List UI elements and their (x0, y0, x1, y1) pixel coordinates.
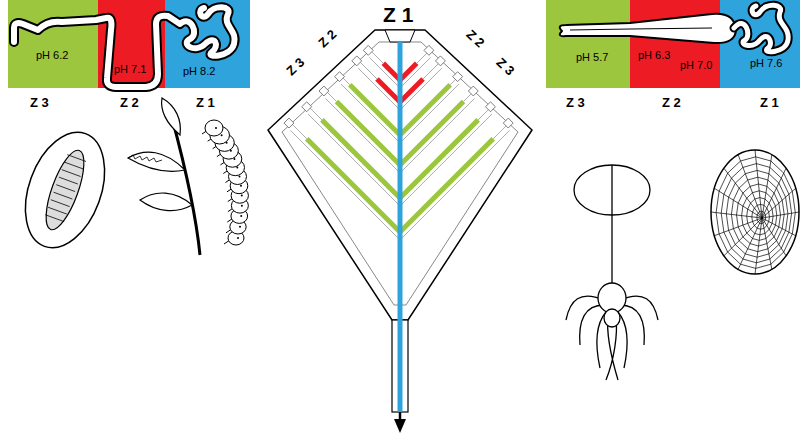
zone-label: Z 2 (662, 96, 681, 109)
zone-label: Z 1 (760, 96, 779, 109)
caterpillar-spot (221, 134, 223, 136)
caterpillar-drawing (128, 98, 248, 255)
branch-line (358, 68, 400, 110)
pupa-stripe (51, 200, 70, 207)
caterpillar-spot (237, 237, 239, 239)
ph-value: pH 7.1 (114, 64, 146, 75)
branch-tip (503, 118, 513, 128)
zone-band: pH 5.7 (546, 0, 630, 88)
web-spiral (752, 204, 770, 229)
web-spiral (726, 170, 788, 257)
branch-line (400, 79, 423, 102)
zone-label: Z 2 (464, 27, 487, 49)
zone-label: Z 2 (316, 27, 339, 49)
branch-line (383, 63, 400, 80)
pupa-stripes (45, 155, 86, 222)
spider-drawing (566, 165, 658, 380)
gut-scheme (268, 30, 532, 433)
branch-tip (363, 45, 373, 55)
pupa-stripe (54, 192, 73, 199)
branch-line (308, 114, 400, 206)
web-spiral (721, 164, 791, 263)
branch-tip (468, 86, 478, 96)
zone-label: Z 3 (284, 55, 307, 77)
zone-label: Z 3 (30, 96, 49, 109)
branch-tip (335, 72, 345, 82)
branch-line (358, 60, 377, 79)
pupa-stripe (62, 170, 81, 177)
pupa-stripe (67, 155, 86, 162)
spider-web-drawing (711, 150, 799, 274)
pupa-stripe (59, 177, 78, 184)
branch-line (400, 120, 478, 198)
web-spiral (757, 211, 766, 223)
zone-label: Z 2 (120, 96, 139, 109)
branch-tip (319, 86, 329, 96)
branch-tip (453, 72, 463, 82)
branch-line (290, 122, 306, 138)
cocoon-drawing (11, 121, 120, 258)
zone-band (8, 0, 98, 88)
zone-band: pH 7.6 (720, 0, 800, 88)
ph-value: pH 6.3 (638, 50, 670, 61)
zone-band (720, 0, 800, 88)
zone-band: pH 6.2 (8, 0, 98, 88)
branch-tip (302, 102, 312, 112)
zone-label: Z 3 (566, 96, 585, 109)
branch-line (350, 85, 400, 135)
branch-line (307, 139, 400, 232)
ph-value: pH 8.2 (183, 66, 215, 77)
branch-tip (424, 45, 434, 55)
zone-label: Z 3 (494, 55, 517, 77)
gut-silhouette (560, 5, 788, 52)
branch-line (322, 120, 400, 198)
branch-tip (486, 102, 496, 112)
branch-line (400, 139, 493, 232)
pupa-stripe (64, 162, 83, 169)
branch-line (400, 114, 492, 206)
ph-value: pH 5.7 (576, 52, 608, 63)
caterpillar-spot (239, 226, 241, 228)
ph-value: pH 7.6 (750, 58, 782, 69)
zone-band: pH 6.3 pH 7.0 (630, 0, 720, 88)
caterpillar-segment (205, 120, 223, 136)
ph-value: pH 6.2 (36, 50, 68, 61)
caterpillar-spot (240, 185, 242, 187)
branch-line (377, 79, 400, 102)
branch-tip (435, 56, 445, 66)
branch-line (337, 102, 400, 165)
pupa-stripe (56, 185, 75, 192)
pupa-stripe (48, 207, 67, 214)
gut-silhouette (14, 7, 235, 87)
branch-line (290, 130, 400, 240)
caterpillar-spot (215, 127, 217, 129)
caterpillar-body (202, 120, 248, 245)
zone-band (546, 0, 630, 88)
zone-label: Z 1 (383, 4, 413, 25)
web-spiral (742, 191, 777, 241)
branch-line (400, 85, 450, 135)
web-spiral (737, 184, 781, 246)
ph-value: pH 7.0 (680, 60, 712, 71)
branch-line (400, 68, 442, 110)
zone-label: Z 1 (196, 96, 215, 109)
web-spiral (747, 198, 773, 235)
branch-tip (284, 118, 294, 128)
web-spiral (731, 177, 784, 251)
branch-line (400, 102, 463, 165)
pupa-stripe (45, 215, 64, 222)
web-spiral (716, 157, 795, 269)
web-threads (711, 150, 799, 274)
zone-band: pH 7.1 (98, 0, 165, 88)
caterpillar-spot (239, 176, 241, 178)
zone-band (630, 0, 720, 88)
caterpillar-spot (241, 195, 243, 197)
branch-line (400, 130, 510, 240)
caterpillar-spot (240, 215, 242, 217)
zone-band: pH 8.2 (165, 0, 250, 88)
branch-line (400, 63, 417, 80)
branch-tip (352, 56, 362, 66)
caterpillar-spot (241, 205, 243, 207)
